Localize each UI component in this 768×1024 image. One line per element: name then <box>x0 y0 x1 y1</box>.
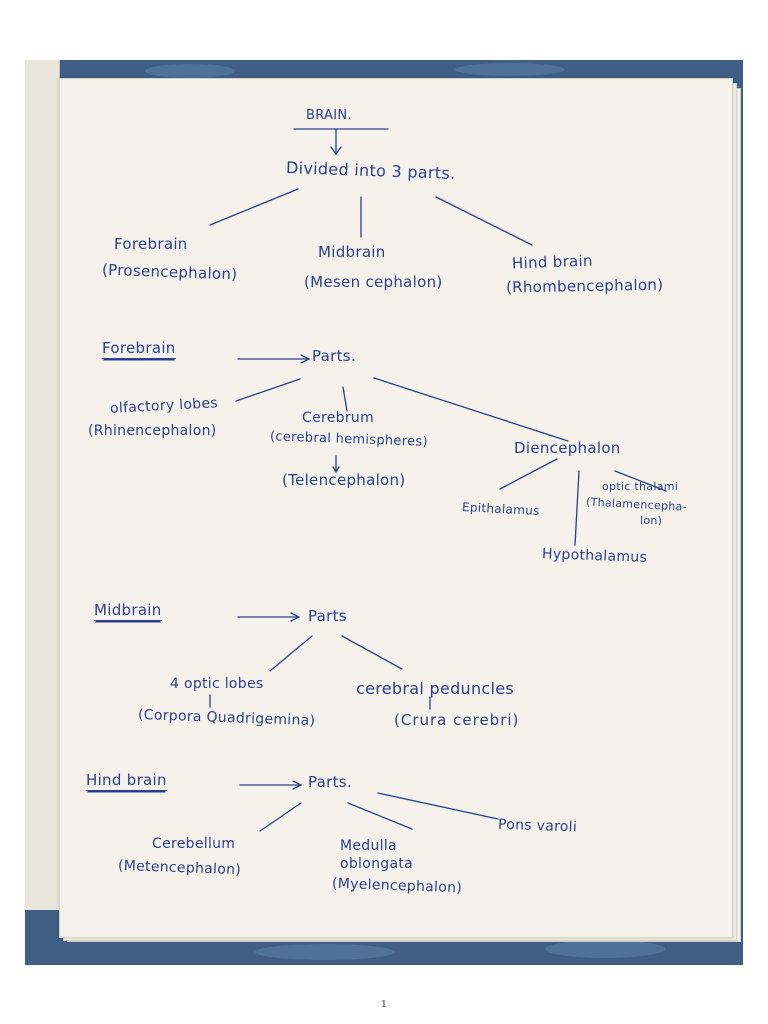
branch-cerebellum <box>259 802 302 832</box>
branch-olfactory <box>235 378 301 402</box>
midbrain-label: Midbrain <box>318 243 386 261</box>
cerebral-peduncles-label: cerebral peduncles <box>356 679 515 698</box>
diencephalon-label: Diencephalon <box>514 439 621 457</box>
medulla-label: Medulla <box>340 838 397 854</box>
forebrain-arrowhead <box>300 354 311 364</box>
forebrain-parts: Parts. <box>312 347 356 365</box>
hypothalamus-label: Hypothalamus <box>541 546 648 566</box>
pons-varoli-label: Pons varoli <box>497 816 578 836</box>
photo: BRAIN. Divided into 3 parts. Forebrain (… <box>25 60 743 965</box>
branch-peduncles <box>341 635 403 670</box>
rhombencephalon-label: (Rhombencephalon) <box>505 275 664 297</box>
midbrain-parts: Parts <box>308 607 347 625</box>
adjacent-sheet <box>25 60 60 910</box>
brain-title: BRAIN. <box>306 108 352 123</box>
thalamencephalon-continued: lon) <box>640 514 663 527</box>
branch-hindbrain <box>435 196 533 246</box>
mesencephalon-label: (Mesen cephalon) <box>304 273 443 291</box>
hindbrain-parts: Parts. <box>308 773 352 791</box>
branch-diencephalon <box>373 377 569 442</box>
midbrain-arrowhead <box>290 612 301 622</box>
epithalamus-label: Epithalamus <box>461 499 541 519</box>
optic-thalami-label: optic thalami <box>602 480 679 493</box>
crura-cerebri-label: (Crura cerebri) <box>394 711 520 729</box>
cloth-pattern <box>455 63 565 76</box>
cloth-pattern <box>545 940 665 958</box>
branch-cerebrum <box>342 386 348 412</box>
branch-optic-lobes <box>269 635 313 672</box>
branch-forebrain <box>209 188 299 226</box>
forebrain-label: Forebrain <box>114 235 188 253</box>
rhinencephalon-label: (Rhinencephalon) <box>88 423 217 439</box>
hindbrain-label: Hind brain <box>511 251 594 273</box>
branch-hypothalamus <box>574 470 580 546</box>
branch-optic-thalami <box>614 470 667 492</box>
hindbrain-heading: Hind brain <box>86 771 167 791</box>
cloth-pattern <box>255 944 395 960</box>
metencephalon-label: (Metencephalon) <box>117 857 242 879</box>
connector-lines <box>209 128 667 832</box>
hindbrain-arrowhead <box>292 780 303 790</box>
page-number: 1 <box>381 1000 387 1010</box>
title-arrowhead <box>330 146 342 156</box>
forebrain-heading: Forebrain <box>102 339 176 359</box>
telencephalon-label: (Telencephalon) <box>282 471 406 489</box>
cerebrum-arrowhead <box>332 466 340 474</box>
oblongata-label: oblongata <box>340 856 414 872</box>
optic-lobes-label: 4 optic lobes <box>170 676 264 692</box>
notebook-page: BRAIN. Divided into 3 parts. Forebrain (… <box>59 78 733 938</box>
cerebellum-label: Cerebellum <box>152 836 236 852</box>
midbrain-heading: Midbrain <box>94 601 162 621</box>
branch-pons <box>377 792 499 820</box>
cloth-pattern <box>145 64 235 78</box>
branch-epithalamus <box>499 458 558 490</box>
cerebrum-label: Cerebrum <box>302 410 375 426</box>
branch-medulla <box>347 802 413 830</box>
